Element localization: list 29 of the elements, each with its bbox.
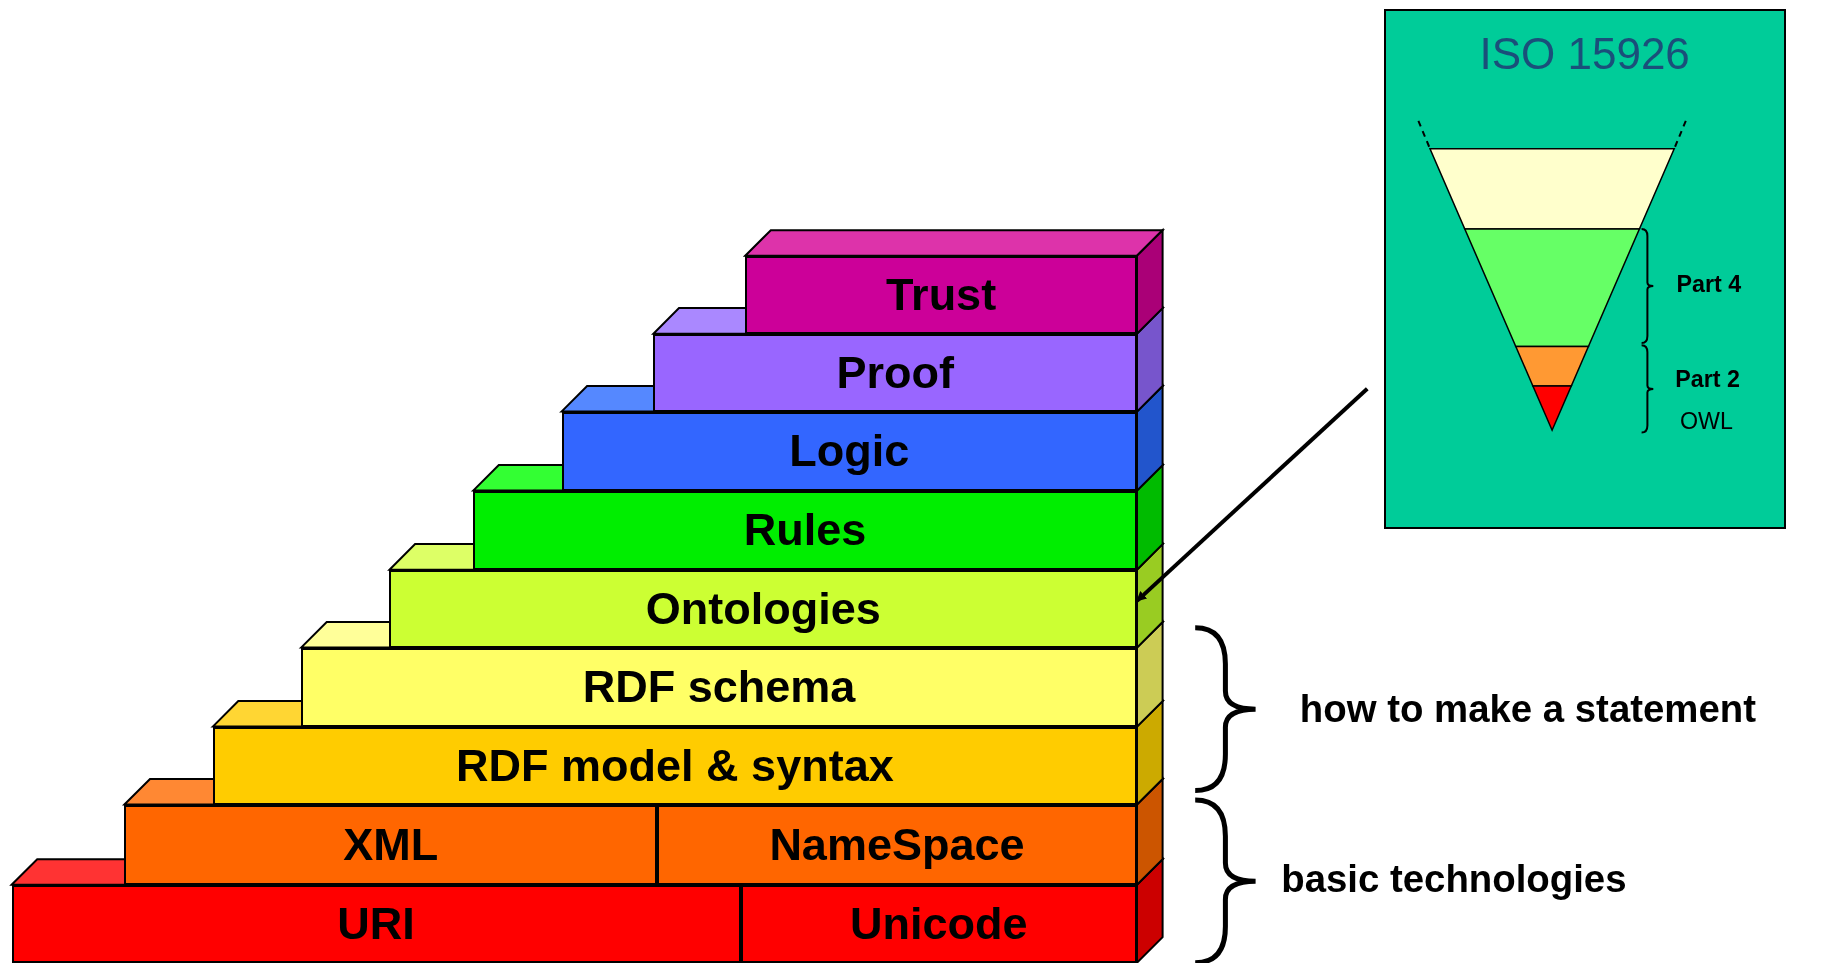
layer-block	[740, 884, 1138, 963]
layer-label: Logic	[789, 425, 910, 478]
layer-label: Unicode	[850, 897, 1028, 950]
layer-label: RDF schema	[582, 661, 856, 714]
part-label: Part 2	[1675, 366, 1740, 394]
layer-label: URI	[337, 897, 415, 950]
arrow	[1135, 387, 1369, 603]
layer-label: XML	[343, 818, 439, 871]
layer-label: Rules	[743, 504, 867, 557]
layer-block	[656, 804, 1138, 885]
bracket-label: basic technologies	[1281, 857, 1627, 902]
layer-block	[389, 569, 1138, 648]
layer-block	[11, 884, 741, 963]
part-label: Part 4	[1676, 270, 1742, 298]
bracket-label: how to make a statement	[1299, 687, 1756, 732]
layer-block	[212, 726, 1138, 805]
layer-label: NameSpace	[769, 818, 1025, 871]
part-label: OWL	[1680, 408, 1733, 436]
layer-label: Proof	[836, 346, 954, 399]
layer-block	[473, 490, 1138, 570]
layer-label: Trust	[886, 268, 997, 321]
layer-block	[561, 411, 1138, 491]
layer-label: RDF model & syntax	[456, 739, 894, 792]
layer-label: Ontologies	[645, 582, 881, 635]
layer-block	[124, 804, 657, 885]
panel-title: ISO 15926	[1479, 29, 1690, 80]
layer-block	[653, 333, 1138, 412]
layer-block	[745, 255, 1138, 334]
layer-block	[301, 647, 1138, 727]
